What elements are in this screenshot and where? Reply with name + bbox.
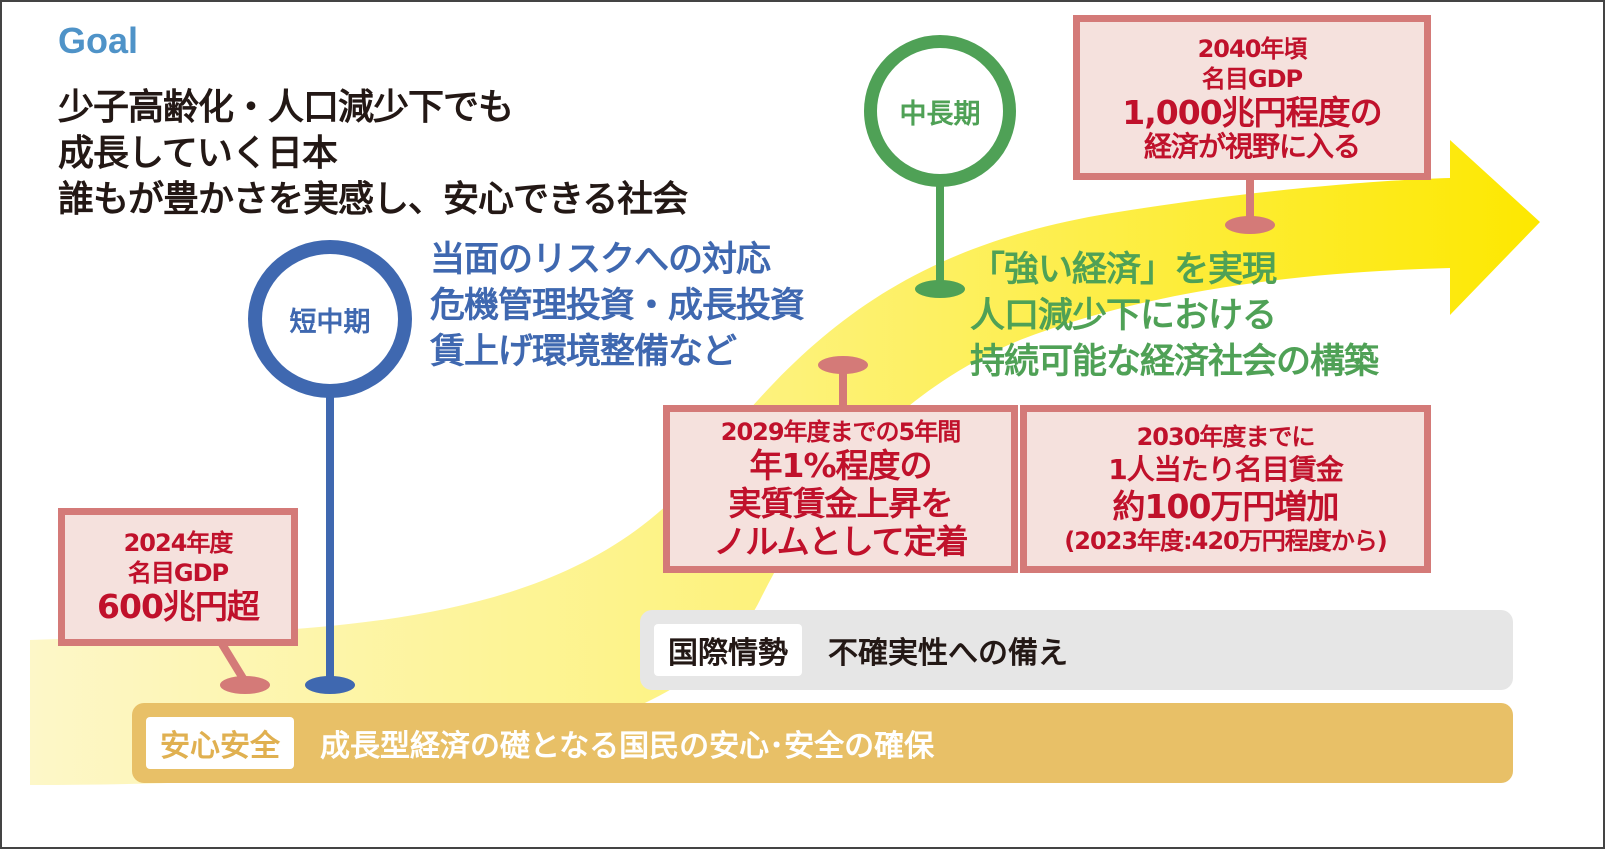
gdp2040-line-3: 1,000兆円程度の (1122, 92, 1382, 132)
short-mid-dot (305, 676, 355, 694)
wage2029-line-2: 年1%程度の (749, 446, 932, 485)
gdp2024-line-1: 2024年度 (123, 529, 234, 557)
gdp2024-line-3: 600兆円超 (97, 587, 260, 626)
mid-long-text-3: 持続可能な経済社会の構築 (970, 342, 1379, 382)
short-mid-stem (326, 390, 334, 685)
mid-long-text-1: 「強い経済」を実現 (970, 250, 1277, 290)
safety-label: 安心安全 (146, 717, 294, 769)
goal-line-3: 誰もが豊かさを実感し、安心できる社会 (58, 179, 688, 220)
wage2029-stem (839, 365, 847, 407)
gdp2040-stem (1246, 178, 1254, 224)
gdp2040-line-1: 2040年頃 (1197, 34, 1308, 63)
gdp2024-line-2: 名目GDP (127, 559, 229, 587)
international-text: 不確実性への備え (828, 636, 1068, 671)
wage2030-box: 2030年度までに 1人当たり名目賃金 約100万円増加 (2023年度:420… (1020, 405, 1431, 573)
safety-text: 成長型経済の礎となる国民の安心･安全の確保 (320, 729, 935, 764)
gdp2024-connector (218, 641, 248, 683)
wage2029-line-1: 2029年度までの5年間 (720, 418, 961, 446)
wage2029-dot (818, 356, 868, 374)
wage2029-line-3: 実質賃金上昇を (728, 484, 954, 523)
mid-long-dot (915, 280, 965, 298)
goal-line-2: 成長していく日本 (58, 133, 338, 174)
wage2029-line-4: ノルムとして定着 (713, 522, 968, 561)
goal-line-1: 少子高齢化・人口減少下でも (58, 87, 514, 128)
mid-long-text-2: 人口減少下における (970, 296, 1277, 336)
wage2030-line-3: 約100万円増加 (1112, 487, 1340, 526)
short-mid-text-1: 当面のリスクへの対応 (430, 240, 771, 280)
short-mid-text-2: 危機管理投資・成長投資 (430, 286, 805, 326)
gdp2040-line-2: 名目GDP (1201, 64, 1303, 93)
mid-long-stem (936, 180, 944, 288)
short-mid-text-3: 賃上げ環境整備など (430, 332, 737, 372)
gdp2040-dot (1225, 216, 1275, 234)
goal-label: Goal (58, 20, 139, 61)
wage2030-line-1: 2030年度までに (1136, 423, 1316, 451)
wage2029-box: 2029年度までの5年間 年1%程度の 実質賃金上昇を ノルムとして定着 (663, 405, 1018, 573)
wage2030-line-2: 1人当たり名目賃金 (1108, 453, 1343, 486)
wage2030-line-4: (2023年度:420万円程度から) (1064, 527, 1387, 555)
gdp2024-box: 2024年度 名目GDP 600兆円超 (58, 508, 298, 646)
gdp2024-dot (220, 676, 270, 694)
international-label: 国際情勢 (654, 624, 802, 676)
safety-bar: 安心安全 成長型経済の礎となる国民の安心･安全の確保 (132, 703, 1513, 783)
international-bar: 国際情勢 不確実性への備え (640, 610, 1513, 690)
gdp2040-box: 2040年頃 名目GDP 1,000兆円程度の 経済が視野に入る (1073, 15, 1431, 180)
gdp2040-line-4: 経済が視野に入る (1143, 129, 1361, 163)
